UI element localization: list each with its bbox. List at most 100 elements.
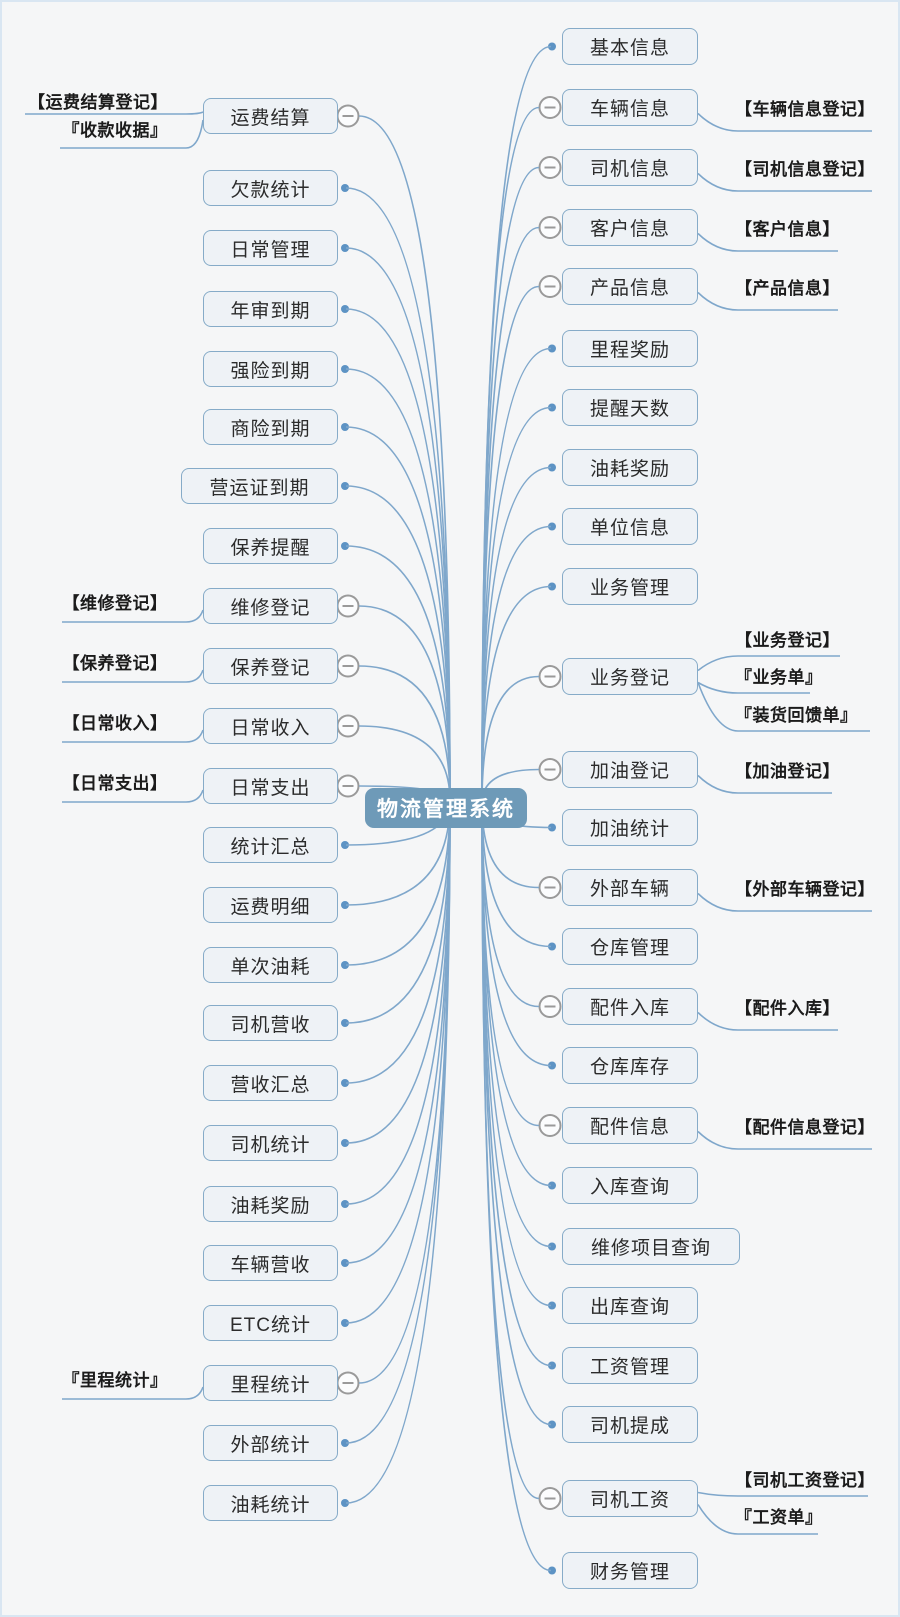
mindmap-node[interactable]: 日常收入 xyxy=(203,708,338,744)
mindmap-node[interactable]: 油耗统计 xyxy=(203,1485,338,1521)
branch-dot xyxy=(341,244,349,252)
collapse-icon[interactable] xyxy=(538,665,562,688)
collapse-icon[interactable] xyxy=(538,1487,562,1510)
mindmap-node[interactable]: 里程统计 xyxy=(203,1365,338,1401)
mindmap-child-label[interactable]: 【客户信息】 xyxy=(735,220,840,239)
mindmap-node[interactable]: 仓库管理 xyxy=(562,928,698,965)
mindmap-node[interactable]: 工资管理 xyxy=(562,1347,698,1384)
collapse-icon[interactable] xyxy=(336,774,360,798)
mindmap-node[interactable]: 业务登记 xyxy=(562,658,698,695)
mindmap-node[interactable]: 司机统计 xyxy=(203,1125,338,1161)
mindmap-child-label[interactable]: 【配件入库】 xyxy=(735,999,840,1018)
child-callout-line xyxy=(697,774,832,794)
mindmap-node[interactable]: 营运证到期 xyxy=(181,468,338,504)
mindmap-node[interactable]: 运费明细 xyxy=(203,887,338,923)
mindmap-child-label[interactable]: 【外部车辆登记】 xyxy=(735,880,875,899)
mindmap-node[interactable]: 仓库库存 xyxy=(562,1047,698,1084)
mindmap-child-label[interactable]: 『收款收据』 xyxy=(62,121,168,140)
mindmap-node[interactable]: 商险到期 xyxy=(203,409,338,445)
mindmap-child-label[interactable]: 【加油登记】 xyxy=(735,762,840,781)
mindmap-node[interactable]: 里程奖励 xyxy=(562,330,698,367)
branch-dot xyxy=(341,184,349,192)
mindmap-node[interactable]: 加油统计 xyxy=(562,809,698,846)
collapse-icon[interactable] xyxy=(336,594,360,618)
mindmap-child-label[interactable]: 【司机工资登记】 xyxy=(735,1471,875,1490)
mindmap-node[interactable]: 产品信息 xyxy=(562,268,698,305)
collapse-icon[interactable] xyxy=(336,654,360,678)
mindmap-node[interactable]: 业务管理 xyxy=(562,568,698,605)
branch-dot xyxy=(548,522,556,531)
collapse-icon[interactable] xyxy=(336,714,360,738)
branch-line xyxy=(345,800,451,1205)
branch-line xyxy=(345,426,451,802)
child-callout-line xyxy=(62,669,204,683)
branch-dot xyxy=(548,1361,556,1370)
mindmap-node[interactable]: 油耗奖励 xyxy=(562,449,698,486)
branch-line xyxy=(481,226,540,804)
branch-line xyxy=(358,800,451,1384)
collapse-icon[interactable] xyxy=(538,275,562,298)
mindmap-node[interactable]: 司机信息 xyxy=(562,149,698,186)
mindmap-child-label[interactable]: 『工资单』 xyxy=(735,1508,823,1527)
mindmap-node[interactable]: 入库查询 xyxy=(562,1167,698,1204)
mindmap-node[interactable]: 出库查询 xyxy=(562,1287,698,1324)
mindmap-node[interactable]: 司机营收 xyxy=(203,1005,338,1041)
mindmap-node[interactable]: 财务管理 xyxy=(562,1552,698,1589)
mindmap-node[interactable]: 司机提成 xyxy=(562,1406,698,1443)
mindmap-child-label[interactable]: 【司机信息登记】 xyxy=(735,160,875,179)
mindmap-child-label[interactable]: 【运费结算登记】 xyxy=(28,93,168,112)
mindmap-node[interactable]: 维修登记 xyxy=(203,588,338,624)
mindmap-child-label[interactable]: 『里程统计』 xyxy=(62,1371,168,1390)
mindmap-node[interactable]: 基本信息 xyxy=(562,28,698,65)
branch-line xyxy=(358,115,451,802)
collapse-icon[interactable] xyxy=(538,876,562,899)
mindmap-node[interactable]: 外部车辆 xyxy=(562,869,698,906)
mindmap-node[interactable]: 保养登记 xyxy=(203,648,338,684)
mindmap-child-label[interactable]: 【配件信息登记】 xyxy=(735,1118,875,1137)
mindmap-child-label[interactable]: 【保养登记】 xyxy=(62,654,168,673)
mindmap-node[interactable]: 欠款统计 xyxy=(203,170,338,206)
mindmap-node[interactable]: 强险到期 xyxy=(203,351,338,387)
collapse-icon[interactable] xyxy=(336,1371,360,1395)
mindmap-node[interactable]: 单位信息 xyxy=(562,508,698,545)
mindmap-node[interactable]: 单次油耗 xyxy=(203,947,338,983)
mindmap-node[interactable]: 运费结算 xyxy=(203,98,338,134)
collapse-icon[interactable] xyxy=(538,995,562,1018)
mindmap-node[interactable]: 维修项目查询 xyxy=(562,1228,740,1265)
mindmap-node[interactable]: 日常支出 xyxy=(203,768,338,804)
branch-line xyxy=(345,800,451,1504)
mindmap-node[interactable]: 统计汇总 xyxy=(203,827,338,863)
mindmap-node[interactable]: 营收汇总 xyxy=(203,1065,338,1101)
mindmap-node[interactable]: 车辆信息 xyxy=(562,89,698,126)
mindmap-child-label[interactable]: 【日常支出】 xyxy=(62,774,168,793)
mindmap-child-label[interactable]: 【产品信息】 xyxy=(735,279,840,298)
child-callout-line xyxy=(697,1011,838,1031)
mindmap-node[interactable]: 加油登记 xyxy=(562,751,698,788)
central-topic[interactable]: 物流管理系统 xyxy=(365,788,527,828)
mindmap-node[interactable]: 年审到期 xyxy=(203,291,338,327)
mindmap-node[interactable]: 提醒天数 xyxy=(562,389,698,426)
mindmap-child-label[interactable]: 【维修登记】 xyxy=(62,594,168,613)
mindmap-node[interactable]: 保养提醒 xyxy=(203,528,338,564)
collapse-icon[interactable] xyxy=(538,216,562,239)
mindmap-node[interactable]: 配件信息 xyxy=(562,1107,698,1144)
mindmap-node[interactable]: 油耗奖励 xyxy=(203,1186,338,1222)
mindmap-node[interactable]: 司机工资 xyxy=(562,1480,698,1517)
mindmap-child-label[interactable]: 『业务单』 xyxy=(735,668,823,687)
mindmap-node[interactable]: 车辆营收 xyxy=(203,1245,338,1281)
collapse-icon[interactable] xyxy=(538,758,562,781)
mindmap-child-label[interactable]: 【日常收入】 xyxy=(62,714,168,733)
mindmap-node[interactable]: 客户信息 xyxy=(562,209,698,246)
collapse-icon[interactable] xyxy=(538,1114,562,1137)
mindmap-node[interactable]: ETC统计 xyxy=(203,1305,338,1341)
mindmap-node[interactable]: 配件入库 xyxy=(562,988,698,1025)
mindmap-child-label[interactable]: 『装货回馈单』 xyxy=(735,706,858,725)
mindmap-node[interactable]: 外部统计 xyxy=(203,1425,338,1461)
collapse-icon[interactable] xyxy=(538,156,562,179)
mindmap-child-label[interactable]: 【业务登记】 xyxy=(735,631,840,650)
child-callout-line xyxy=(697,172,872,192)
mindmap-child-label[interactable]: 【车辆信息登记】 xyxy=(735,100,875,119)
mindmap-node[interactable]: 日常管理 xyxy=(203,230,338,266)
collapse-icon[interactable] xyxy=(538,96,562,119)
collapse-icon[interactable] xyxy=(336,104,360,128)
